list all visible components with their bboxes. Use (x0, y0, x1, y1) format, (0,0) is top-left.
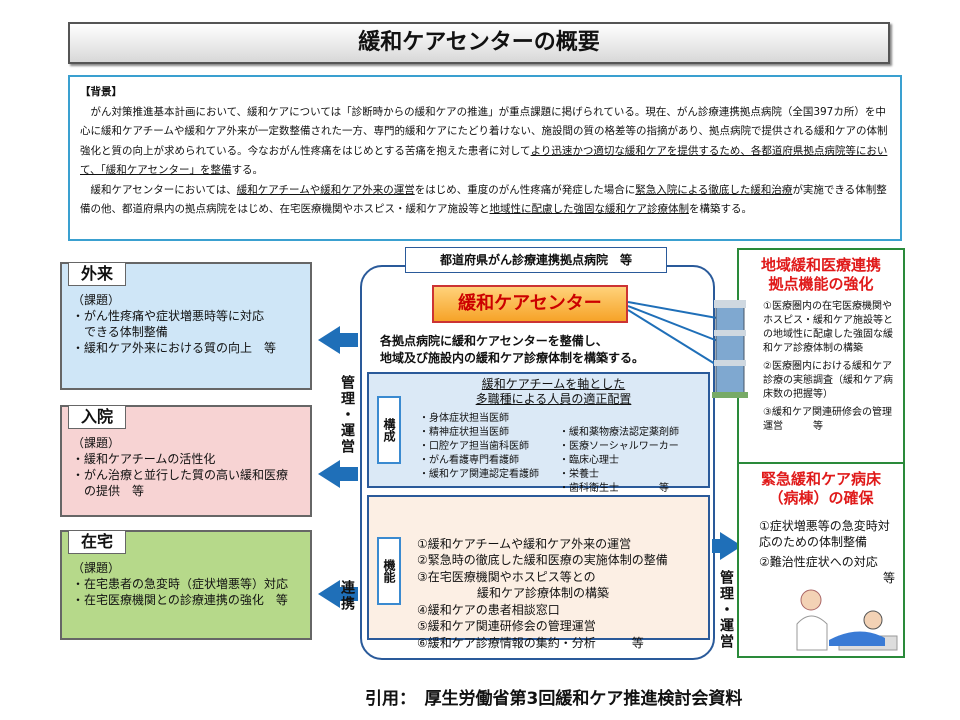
line: （課題） (72, 293, 121, 307)
item: ・栄養士 (559, 469, 599, 480)
text: 緩和ケアセンターにおいては、 (90, 183, 237, 196)
arrow-right-icon (712, 532, 742, 560)
line: 拠点機能の強化 (768, 275, 874, 293)
line: ・がん治療と並行した質の高い緩和医療 (72, 468, 289, 482)
line: 地域及び施設内の緩和ケア診療体制を構築する。 (380, 351, 645, 365)
line: の提供 等 (72, 484, 145, 498)
line: ・緩和ケア外来における質の向上 等 (72, 341, 277, 355)
text: する。 (231, 164, 264, 176)
home-care-tab: 在宅 (68, 530, 127, 554)
arrow-left-icon (318, 460, 358, 488)
text: が実施できる体制整備の他、都道府県内の拠点病院をはじめ、在宅医療機関やホスピス・… (80, 183, 887, 216)
text-underlined: 地域性に配慮した強固な緩和ケア診療体制 (489, 203, 690, 215)
management-label: 管理・運営 (339, 375, 355, 455)
item: ②医療圏内における緩和ケア診療の実態調査（緩和ケア病床数の把握等） (763, 361, 893, 400)
item: ⑤緩和ケア関連研修会の管理運営 (417, 619, 596, 633)
palliative-care-center-title: 緩和ケアセンター (432, 285, 628, 323)
item: ④緩和ケアの患者相談窓口 (417, 602, 560, 617)
background-heading: 【背景】 (80, 86, 122, 98)
cooperation-label: 連携 (339, 580, 355, 612)
item: ・歯科衛生士 等 (559, 483, 669, 494)
arrow-left-icon (318, 580, 358, 608)
item: ・口腔ケア担当歯科医師 (419, 441, 529, 452)
outpatient-box: 外来 （課題） ・がん性疼痛や症状増悪時等に対応 できる体制整備・緩和ケア外来にお… (60, 262, 312, 390)
arrow-left-icon (318, 326, 358, 354)
citation: 引用： 厚生労働省第3回緩和ケア推進検討会資料 (365, 689, 743, 709)
hospital-label: 都道府県がん診療連携拠点病院 等 (405, 247, 667, 273)
inpatient-box: 入院 （課題） ・緩和ケアチームの活性化・がん治療と並行した質の高い緩和医療 の提… (60, 405, 312, 517)
item: ・緩和ケア関連認定看護師 (419, 469, 539, 480)
item: ・精神症状担当医師 (419, 427, 509, 438)
inpatient-tab: 入院 (68, 405, 127, 429)
composition-col1: ・身体症状担当医師・精神症状担当医師・口腔ケア担当歯科医師・がん看護専門看護師・… (419, 412, 539, 482)
line: ・在宅患者の急変時（症状増悪等）対応 (72, 577, 289, 591)
background-paragraph-2: 緩和ケアセンターにおいては、緩和ケアチームや緩和ケア外来の運営をはじめ、重度のが… (80, 181, 890, 220)
item: ・緩和薬物療法認定薬剤師 (559, 427, 679, 438)
item: ⑥緩和ケア診療情報の集約・分析 等 (417, 635, 644, 650)
line: ・在宅医療機関との診療連携の強化 等 (72, 593, 288, 607)
hospital-building-icon (712, 300, 748, 398)
text: をはじめ、重度のがん性疼痛が発症した場合に (414, 183, 636, 196)
item: ③在宅医療機関やホスピス等との (417, 569, 596, 584)
function-label: 機能 (377, 537, 401, 605)
item: ①症状増悪等の急変時対応のための体制整備 (759, 519, 890, 549)
line: 各拠点病院に緩和ケアセンターを整備し、 (380, 334, 608, 348)
connector-lines (628, 301, 729, 373)
item: ①医療圏内の在宅医療機関やホスピス・緩和ケア施設等との地域性に配慮した強固な緩和… (763, 301, 893, 354)
line: 緩和ケアチームを軸とした (481, 377, 626, 391)
outpatient-tab: 外来 (68, 262, 127, 286)
line: 緊急緩和ケア病床 (760, 470, 881, 488)
home-care-box: 在宅 （課題） ・在宅患者の急変時（症状増悪等）対応・在宅医療機関との診療連携の強… (60, 530, 312, 640)
item: ②緊急時の徹底した緩和医療の実施体制の整備 (417, 553, 668, 567)
line: ・がん性疼痛や症状増悪時等に対応 (72, 309, 265, 323)
line: できる体制整備 (72, 325, 168, 339)
function-list: ①緩和ケアチームや緩和ケア外来の運営 ②緊急時の徹底した緩和医療の実施体制の整備 ③… (417, 519, 668, 651)
line: （病棟）の確保 (768, 489, 874, 507)
page-title: 緩和ケアセンターの概要 (68, 22, 890, 64)
emergency-beds-box: 緊急緩和ケア病床（病棟）の確保 ①症状増悪等の急変時対応のための体制整備 ②難治性… (737, 462, 905, 658)
line: （課題） (72, 436, 121, 450)
nurse-patient-illustration-icon (796, 589, 898, 651)
emergency-title: 緊急緩和ケア病床（病棟）の確保 (747, 470, 895, 508)
text: がん対策推進基本計画において、緩和ケアについては「診断時からの緩和ケアの推進」が… (80, 105, 888, 157)
composition-label: 構成 (377, 396, 401, 464)
item: 緩和ケア診療体制の構築 (417, 586, 610, 600)
item: ・身体症状担当医師 (419, 413, 509, 424)
management-label-right: 管理・運営 (718, 570, 734, 650)
line: 多職種による人員の適正配置 (475, 392, 632, 406)
item: 等 (882, 571, 895, 585)
regional-title: 地域緩和医療連携拠点機能の強化 (747, 256, 895, 294)
regional-cooperation-box: 地域緩和医療連携拠点機能の強化 ①医療圏内の在宅医療機関やホスピス・緩和ケア施設… (737, 248, 905, 480)
composition-title: 緩和ケアチームを軸とした多職種による人員の適正配置 (399, 377, 708, 407)
background-section: 【背景】 がん対策推進基本計画において、緩和ケアについては「診断時からの緩和ケア… (68, 75, 902, 241)
item: ③緩和ケア関連研修会の管理運営 等 (763, 407, 892, 432)
composition-col2: ・緩和薬物療法認定薬剤師・医療ソーシャルワーカー・臨床心理士・栄養士・歯科衛生士… (559, 412, 679, 496)
composition-box: 構成 緩和ケアチームを軸とした多職種による人員の適正配置 ・身体症状担当医師・精… (367, 372, 710, 494)
line: （課題） (72, 561, 121, 575)
item: ②難治性症状への対応 (759, 555, 878, 569)
item: ・臨床心理士 (559, 455, 619, 466)
text-underlined: 緊急入院による徹底した緩和治療 (635, 183, 793, 196)
line: 地域緩和医療連携 (760, 256, 881, 274)
item: ①緩和ケアチームや緩和ケア外来の運営 (417, 536, 632, 551)
background-paragraph-1: がん対策推進基本計画において、緩和ケアについては「診断時からの緩和ケアの推進」が… (80, 103, 890, 181)
line: ・緩和ケアチームの活性化 (72, 452, 216, 466)
regional-list: ①医療圏内の在宅医療機関やホスピス・緩和ケア施設等との地域性に配慮した強固な緩和… (763, 300, 895, 434)
emergency-list: ①症状増悪等の急変時対応のための体制整備 ②難治性症状への対応等 (759, 518, 895, 586)
text: を構築する。 (689, 203, 752, 215)
function-box: 機能 ①緩和ケアチームや緩和ケア外来の運営 ②緊急時の徹底した緩和医療の実施体制の… (367, 495, 710, 650)
text-underlined: より迅速かつ適切な緩和ケアを提供するため、各都道府県拠点病院等において、「緩和ケ… (80, 144, 888, 177)
text-underlined: 緩和ケアチームや緩和ケア外来の運営 (236, 183, 415, 196)
item: ・医療ソーシャルワーカー (559, 441, 679, 452)
center-description: 各拠点病院に緩和ケアセンターを整備し、地域及び施設内の緩和ケア診療体制を構築する… (380, 333, 644, 367)
item: ・がん看護専門看護師 (419, 455, 519, 466)
